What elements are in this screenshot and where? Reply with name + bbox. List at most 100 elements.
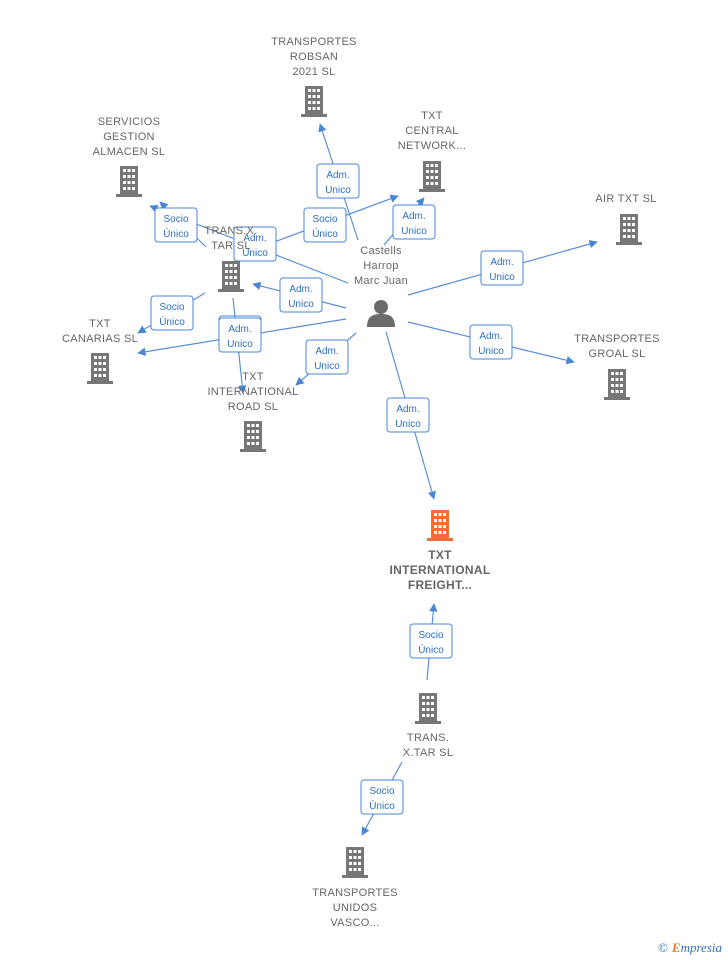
edge-label-box <box>392 204 436 240</box>
edge-label-text: Socio <box>159 302 184 313</box>
edge-label-text: Unico <box>325 185 351 196</box>
node-label: INTERNATIONAL <box>207 386 298 398</box>
edge-label-text: Adm. <box>479 331 502 342</box>
edge-label-box <box>469 324 513 360</box>
node-label: NETWORK... <box>398 140 466 152</box>
edge-label-text: Socio <box>312 214 337 225</box>
edge-label-text: Adm. <box>289 284 312 295</box>
company-txt-international-freight[interactable]: TXTINTERNATIONALFREIGHT... <box>389 510 490 592</box>
edge-label-box <box>480 250 524 286</box>
node-label: SERVICIOS <box>98 116 160 128</box>
node-label: FREIGHT... <box>408 578 472 592</box>
node-label: TXT <box>89 318 111 330</box>
node-label: UNIDOS <box>333 902 378 914</box>
edge-label-box <box>305 339 349 375</box>
edge-label-box <box>279 277 323 313</box>
company-txt-international-road[interactable]: TXT INTERNATIONAL ROAD SL <box>207 371 298 452</box>
edge-person-to-freight: Adm.Unico <box>385 331 436 500</box>
edge-label-box <box>303 207 347 243</box>
node-label: ROBSAN <box>290 51 338 63</box>
company-trans-xtar-upper[interactable]: TRANS.X. TAR SL <box>204 225 257 292</box>
node-label: Harrop <box>363 260 398 272</box>
building-icon[interactable] <box>427 510 453 541</box>
company-transportes-unidos-vasco[interactable]: TRANSPORTESUNIDOSVASCO... <box>312 847 398 929</box>
node-label: Marc Juan <box>354 275 408 287</box>
building-icon[interactable] <box>342 847 368 878</box>
node-label: AIR TXT SL <box>595 193 656 205</box>
company-trans-xtar-lower[interactable]: TRANS.X.TAR SL <box>403 693 454 759</box>
company-txt-central-network[interactable]: TXT CENTRAL NETWORK... <box>398 110 466 192</box>
edge-label-text: Único <box>369 799 395 812</box>
edge-label-text: Unico <box>395 419 421 430</box>
building-icon[interactable] <box>301 86 327 117</box>
edge-label-text: Adm. <box>228 324 251 335</box>
node-label: VASCO... <box>330 917 379 929</box>
edge-label-text: Socio <box>369 786 394 797</box>
node-label: TRANSPORTES <box>271 36 357 48</box>
edge-label-box <box>409 623 453 659</box>
edge-person-to-groal: Adm. Unico <box>407 321 575 365</box>
node-label: Castells <box>360 245 402 257</box>
company-transportes-robsan[interactable]: TRANSPORTES ROBSAN 2021 SL <box>271 36 357 117</box>
edge-label-text: Único <box>159 315 185 328</box>
node-label: CENTRAL <box>405 125 458 137</box>
edge-label-text: Unico <box>288 299 314 310</box>
node-label: GESTION <box>103 131 155 143</box>
edge-label-text: Unico <box>478 346 504 357</box>
edge-label-box <box>316 163 360 199</box>
building-icon[interactable] <box>419 161 445 192</box>
node-label: TRANS.X. <box>204 225 257 237</box>
node-label: GROAL SL <box>588 348 645 360</box>
building-icon[interactable] <box>616 214 642 245</box>
edge-person-to-transxtar1: Adm. Unico <box>252 277 347 313</box>
building-icon[interactable] <box>87 353 113 384</box>
edges-layer: Adm.UnicoAdm.UnicoSocioÚnicoAdm.UnicoSoc… <box>137 123 598 836</box>
edge-label-text: Único <box>418 643 444 656</box>
company-air-txt[interactable]: AIR TXT SL <box>595 193 656 245</box>
brand-initial: E <box>671 940 681 955</box>
edge-label-text: Adm. <box>315 346 338 357</box>
empresia-watermark: ©Empresia <box>658 940 722 956</box>
edge-label-text: Unico <box>242 248 268 259</box>
building-icon[interactable] <box>415 693 441 724</box>
edge-label-text: Unico <box>489 272 515 283</box>
edge-label-box <box>360 779 404 815</box>
building-icon[interactable] <box>218 261 244 292</box>
edge-label-text: Adm. <box>243 233 266 244</box>
edge-label-box <box>154 207 198 243</box>
building-icon[interactable] <box>604 369 630 400</box>
building-icon[interactable] <box>116 166 142 197</box>
node-label: TXT <box>428 548 452 562</box>
building-icon[interactable] <box>240 421 266 452</box>
edge-label-box <box>218 317 262 353</box>
node-label: TXT <box>242 371 264 383</box>
node-label: ROAD SL <box>228 401 278 413</box>
edge-label-text: Unico <box>314 361 340 372</box>
node-label: 2021 SL <box>292 66 335 78</box>
node-label: INTERNATIONAL <box>389 563 490 577</box>
node-label: TRANS. <box>407 732 449 744</box>
edge-label-text: Adm. <box>490 257 513 268</box>
brand-name: mpresia <box>680 940 722 955</box>
person-icon[interactable] <box>367 300 395 327</box>
edge-person-to-txtcentral: Adm.Unico <box>383 197 436 246</box>
edge-label-text: Único <box>163 227 189 240</box>
copyright-icon: © <box>658 940 668 955</box>
edge-person-to-txtroad: Adm. Unico <box>295 332 357 386</box>
node-label: TAR SL <box>211 240 251 252</box>
node-label: TXT <box>421 110 443 122</box>
edge-label-text: Unico <box>227 339 253 350</box>
edge-person-to-airtxt: Adm. Unico <box>407 239 598 296</box>
edge-transxtar1-to-txtroad: Adm. Unico <box>218 297 262 394</box>
edge-label-text: Socio <box>418 630 443 641</box>
